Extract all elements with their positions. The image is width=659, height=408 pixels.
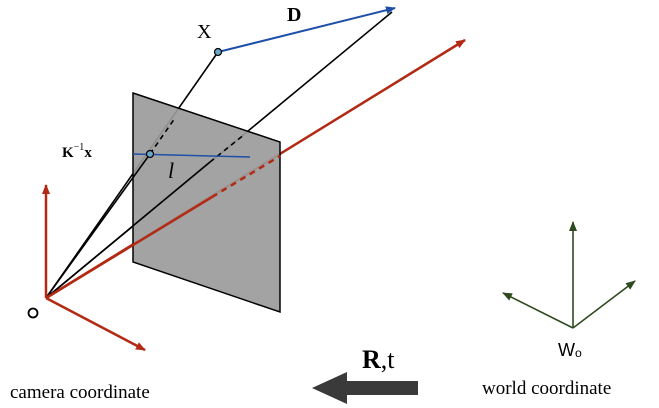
ray-to-D-dashed	[209, 133, 246, 163]
optical-axis-front	[45, 195, 213, 300]
label-K-inverse-x: K−1x	[62, 142, 92, 161]
label-D: D	[287, 4, 301, 26]
optical-axis-dashed	[211, 154, 281, 199]
world-axis-right	[572, 280, 636, 329]
label-K: K	[62, 145, 74, 161]
point-X-marker	[213, 47, 223, 57]
label-transform: R,t	[362, 345, 395, 374]
ray-to-X-dashed	[149, 117, 176, 155]
caption-camera: camera coordinate	[10, 382, 150, 403]
label-world-origin: Wₒ	[558, 340, 582, 360]
camera-axis-down	[45, 296, 146, 352]
world-axis-left	[502, 292, 574, 329]
svg-text:K−1x: K−1x	[62, 142, 92, 161]
label-K-exponent: −1	[74, 142, 85, 153]
label-l: l	[168, 158, 174, 183]
point-Kinvx-marker	[145, 149, 155, 159]
ray-to-X-front	[45, 153, 151, 299]
transform-arrow	[312, 372, 418, 404]
label-t: ,t	[381, 345, 396, 374]
label-R: R	[362, 345, 381, 374]
ray-to-D-front	[45, 161, 211, 299]
camera-origin-marker	[27, 307, 39, 319]
caption-world: world coordinate	[482, 378, 611, 399]
label-X: X	[197, 21, 212, 43]
direction-D-arrow	[217, 6, 396, 53]
label-x: x	[84, 145, 92, 161]
image-plane	[132, 91, 281, 314]
